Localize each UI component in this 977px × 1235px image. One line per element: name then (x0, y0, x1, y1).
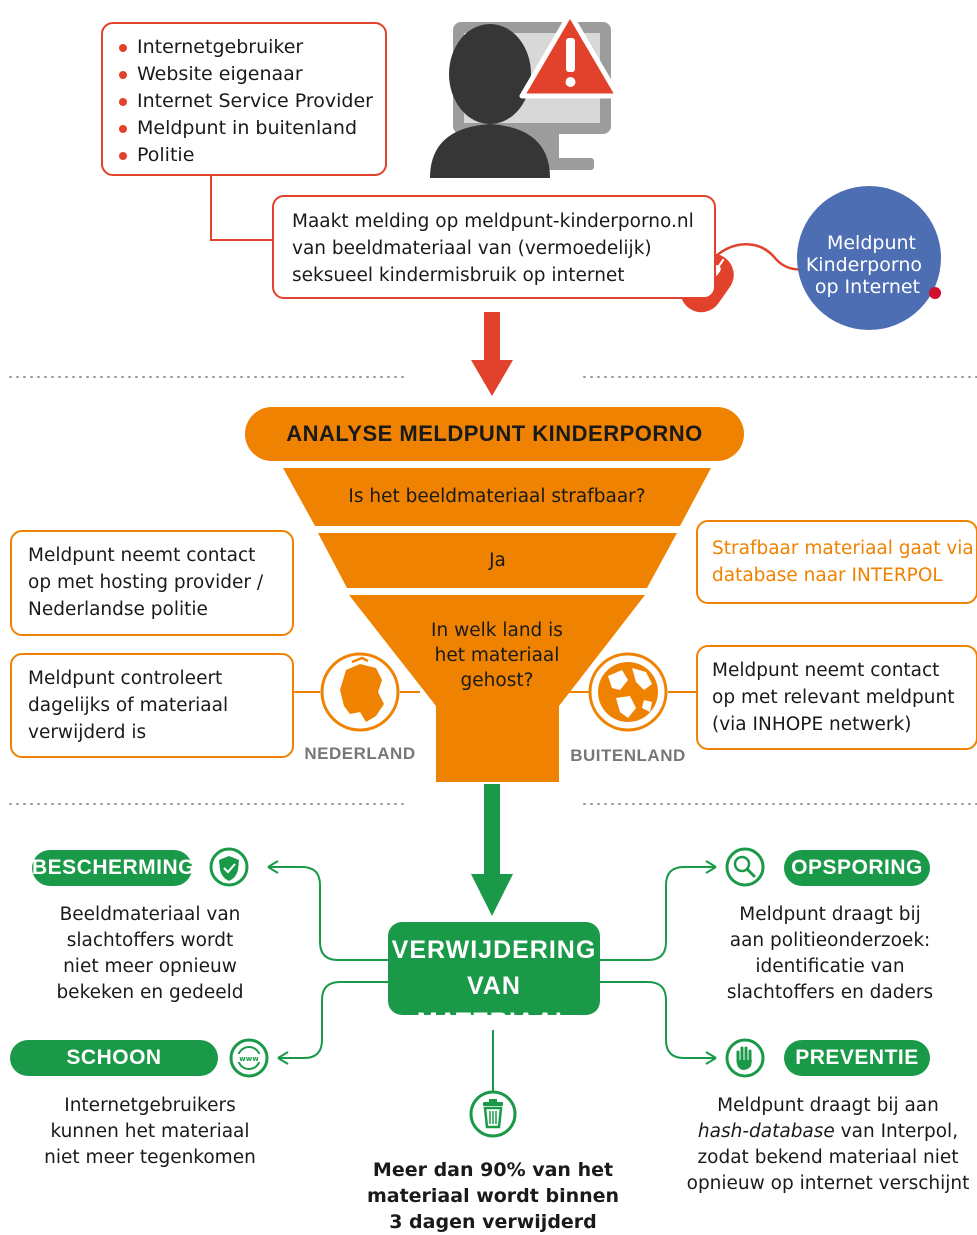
warning-icon (519, 11, 621, 99)
reporter-item: Internet Service Provider (117, 88, 373, 115)
bescherming-text: Beeldmateriaal van slachtoffers wordt ni… (10, 902, 290, 1006)
logo-line: op Internet (814, 276, 920, 298)
pill-opsporing: OPSPORING (784, 850, 930, 886)
right-box-interpol: Strafbaar materiaal gaat via database na… (696, 520, 977, 604)
preventie-text: Meldpunt draagt bij aan hash-database va… (682, 1093, 974, 1197)
country-label-buitenland: BUITENLAND (570, 746, 686, 765)
trash-icon (469, 1090, 517, 1138)
removal-box: VERWIJDERING VAN MATERIAAL (388, 922, 600, 1036)
reporters-box: Internetgebruiker Website eigenaar Inter… (101, 22, 387, 176)
report-box: Maakt melding op meldpunt-kinderporno.nl… (272, 195, 716, 299)
funnel-question-2: In welk land is het materiaal gehost? (386, 618, 608, 693)
left-box2-line: verwijderd is (28, 722, 147, 743)
left-box1-line: Meldpunt neemt contact (28, 545, 256, 566)
schoon-text: Internetgebruikers kunnen het materiaal … (10, 1093, 290, 1171)
right-box2-line: op met relevant meldpunt (712, 687, 955, 708)
pill-bescherming: BESCHERMING (32, 850, 195, 886)
right-box-contact: Meldpunt neemt contact op met relevant m… (696, 645, 977, 750)
preventie-line: opnieuw op internet verschijnt (686, 1173, 970, 1194)
logo-dot (929, 287, 941, 299)
svg-text:www: www (239, 1055, 259, 1063)
opsporing-line: slachtoffers en daders (726, 982, 934, 1003)
opsporing-line: Meldpunt draagt bij (739, 904, 921, 925)
netherlands-map-icon (320, 652, 400, 732)
globe-icon (588, 652, 668, 732)
result-line: materiaal wordt binnen (366, 1185, 620, 1207)
reporters-list: Internetgebruiker Website eigenaar Inter… (117, 34, 373, 169)
left-box1-line: op met hosting provider / (28, 572, 264, 593)
funnel-question-1: Is het beeldmateriaal strafbaar? (348, 486, 646, 507)
connector-preventie (598, 981, 716, 1059)
report-line: van beeldmateriaal van (vermoedelijk) (292, 238, 652, 259)
interpol-line: database naar INTERPOL (712, 565, 943, 586)
pill-preventie: PREVENTIE (784, 1040, 930, 1076)
bescherming-line: niet meer opnieuw (63, 956, 237, 977)
green-arrow (471, 784, 513, 916)
logo-line: Kinderporno (805, 254, 922, 276)
reporter-connector (210, 172, 272, 241)
hand-stop-icon (725, 1038, 765, 1078)
report-line: Maakt melding op meldpunt-kinderporno.nl (292, 211, 694, 232)
funnel-q2-line: het materiaal (434, 645, 560, 666)
reporter-item: Politie (117, 142, 373, 169)
search-icon (725, 847, 765, 887)
bescherming-line: bekeken en gedeeld (56, 982, 244, 1003)
funnel-q2-line: In welk land is (431, 620, 563, 641)
report-line: seksueel kindermisbruik op internet (292, 265, 625, 286)
meldpunt-logo: Meldpunt Kinderporno op Internet (796, 232, 936, 298)
left-box-contact: Meldpunt neemt contact op met hosting pr… (10, 530, 294, 636)
funnel-title: ANALYSE MELDPUNT KINDERPORNO (286, 421, 703, 446)
left-box-check: Meldpunt controleert dagelijks of materi… (10, 653, 294, 758)
opsporing-text: Meldpunt draagt bij aan politieonderzoek… (690, 902, 970, 1006)
result-line: 3 dagen verwijderd (389, 1211, 597, 1233)
reporter-item: Internetgebruiker (117, 34, 373, 61)
removal-line: VERWIJDERING (391, 936, 597, 964)
preventie-line: zodat bekend materiaal niet (697, 1147, 959, 1168)
connector-bescherming (268, 866, 388, 961)
right-box2-line: (via INHOPE netwerk) (712, 714, 912, 735)
preventie-line: Meldpunt draagt bij aan (717, 1095, 939, 1116)
connector-schoon (278, 981, 388, 1059)
connector-opsporing (598, 866, 716, 961)
result-line: Meer dan 90% van het (372, 1159, 614, 1181)
left-box1-line: Nederlandse politie (28, 599, 208, 620)
reporter-item: Website eigenaar (117, 61, 373, 88)
result-text: Meer dan 90% van het materiaal wordt bin… (330, 1157, 656, 1235)
logo-line: Meldpunt (826, 232, 916, 254)
person-icon (430, 24, 550, 178)
schoon-line: kunnen het materiaal (50, 1121, 250, 1142)
hash-database-term: hash-database (697, 1121, 835, 1142)
funnel-title-bar (245, 407, 744, 461)
opsporing-line: aan politieonderzoek: (729, 930, 931, 951)
right-box2-line: Meldpunt neemt contact (712, 660, 940, 681)
interpol-line: Strafbaar materiaal gaat via (712, 538, 974, 559)
funnel-answer: Ja (489, 550, 506, 571)
funnel-q2-line: gehost? (460, 670, 534, 691)
schoon-line: Internetgebruikers (64, 1095, 236, 1116)
reporter-item: Meldpunt in buitenland (117, 115, 373, 142)
country-label-nederland: NEDERLAND (304, 744, 416, 763)
www-icon: www (229, 1038, 269, 1078)
shield-icon (209, 847, 249, 887)
funnel (283, 468, 711, 782)
removal-line: VAN MATERIAAL (416, 972, 572, 1036)
preventie-line-2-rest: van Interpol, (834, 1121, 959, 1142)
pill-schoon-internet: SCHOON INTERNET (10, 1040, 218, 1105)
bescherming-line: slachtoffers wordt (66, 930, 234, 951)
schoon-line: niet meer tegenkomen (44, 1147, 256, 1168)
bescherming-line: Beeldmateriaal van (59, 904, 241, 925)
preventie-line-2: hash-database van Interpol, (682, 1119, 974, 1145)
red-arrow (471, 312, 513, 396)
left-box2-line: Meldpunt controleert (28, 668, 223, 689)
opsporing-line: identificatie van (755, 956, 905, 977)
left-box2-line: dagelijks of materiaal (28, 695, 229, 716)
logo-circle (797, 186, 941, 330)
